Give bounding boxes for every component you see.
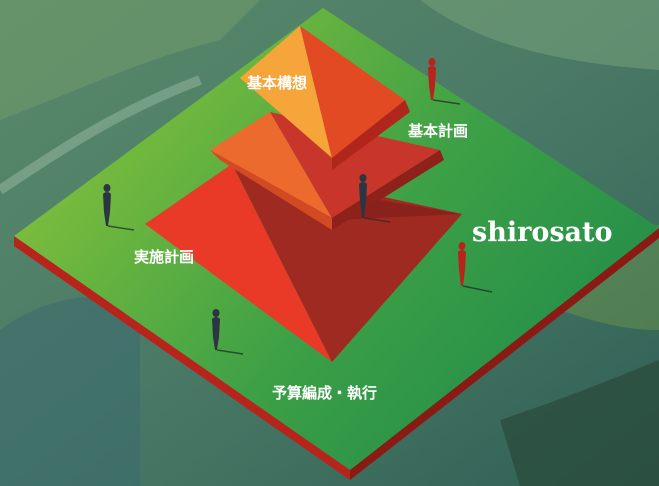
tier-mid-side-strip-right [332,150,444,230]
person-figure-1 [428,58,461,105]
tier-low-left-face [145,164,332,362]
tier-top-left-face [240,26,332,158]
brand-wordmark: shirosato [472,217,613,248]
label-jisshi-keikaku: 実施計画 [134,248,194,266]
tier-top-right-face [300,26,405,158]
tier-mid-step [232,164,462,220]
person-figure-5 [212,309,244,355]
tier-mid-left-face [210,112,332,218]
platform-edge-right [350,228,659,480]
label-yosan-hensei: 予算編成・執行 [272,384,377,402]
person-figure-3 [359,174,391,223]
person-figure-4 [458,242,493,293]
platform-edge-left [14,236,350,480]
person-figure-2 [103,184,135,231]
label-kihon-keikaku: 基本計画 [407,122,468,140]
label-kihon-kousou: 基本構想 [246,74,307,92]
tier-mid-side-strip [210,150,332,230]
tier-top-side-strip [332,100,410,170]
